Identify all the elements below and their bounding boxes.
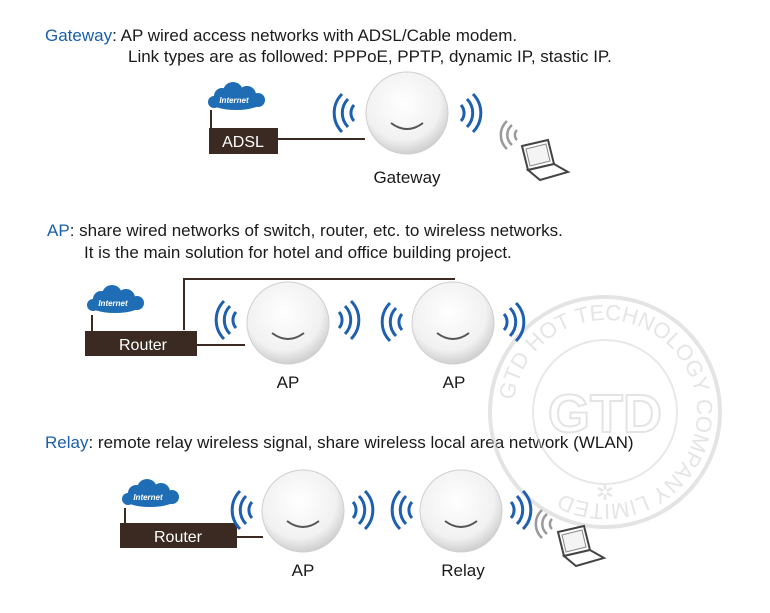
wifi-waves-right-icon [459,92,483,134]
relay-keyword: Relay [45,433,89,452]
wifi-waves-right-icon [509,489,533,531]
gateway-line-1: Gateway: AP wired access networks with A… [45,26,517,46]
watermark-star-icon: ✲ [596,480,614,505]
ap-description: : share wired networks of switch, router… [69,221,563,240]
ap-device-icon [261,469,345,553]
adsl-label: ADSL [222,134,264,151]
ap-backbone-cable [183,278,455,330]
relay-cloud-label: Internet [133,493,163,502]
relay-device-2-label: Relay [441,561,485,580]
gateway-device-label: Gateway [373,168,441,187]
gateway-diagram: ADSL Internet Gateway [208,71,569,187]
relay-router-label: Router [154,529,203,546]
gateway-description: : AP wired access networks with ADSL/Cab… [112,26,518,45]
wifi-waves-left-icon [230,489,254,531]
ap-keyword: AP [47,221,70,240]
wifi-waves-right-icon [337,299,361,341]
wifi-waves-left-icon [390,489,414,531]
adsl-box [209,128,278,154]
watermark-text: GTD [548,384,662,444]
router-box [85,331,197,356]
ap-line-2: It is the main solution for hotel and of… [84,243,512,262]
ap-device-2-label: AP [443,373,466,392]
wifi-waves-left-icon [214,299,238,341]
wifi-waves-right-icon [351,489,375,531]
laptop-icon [557,525,605,567]
ap-device-1-label: AP [277,373,300,392]
ap-line-1: AP: share wired networks of switch, rout… [47,221,563,241]
ap-device-icon [411,281,495,365]
relay-device-icon [419,469,503,553]
gateway-keyword: Gateway [45,26,113,45]
ap-router-label: Router [119,337,168,354]
router-box [120,523,237,548]
laptop-signal-icon [499,119,519,151]
wifi-waves-right-icon [502,301,526,343]
gateway-cloud-label: Internet [219,96,249,105]
relay-diagram: Router Internet AP Relay [120,469,605,580]
relay-device-1-label: AP [292,561,315,580]
gateway-line-2: Link types are as followed: PPPoE, PPTP,… [128,47,612,66]
wifi-waves-left-icon [332,92,356,134]
ap-diagram: Router Internet AP AP [85,278,526,392]
wifi-waves-left-icon [380,301,404,343]
gateway-device-icon [365,71,449,155]
ap-device-icon [246,281,330,365]
laptop-icon [521,139,569,181]
ap-cloud-label: Internet [98,299,128,308]
